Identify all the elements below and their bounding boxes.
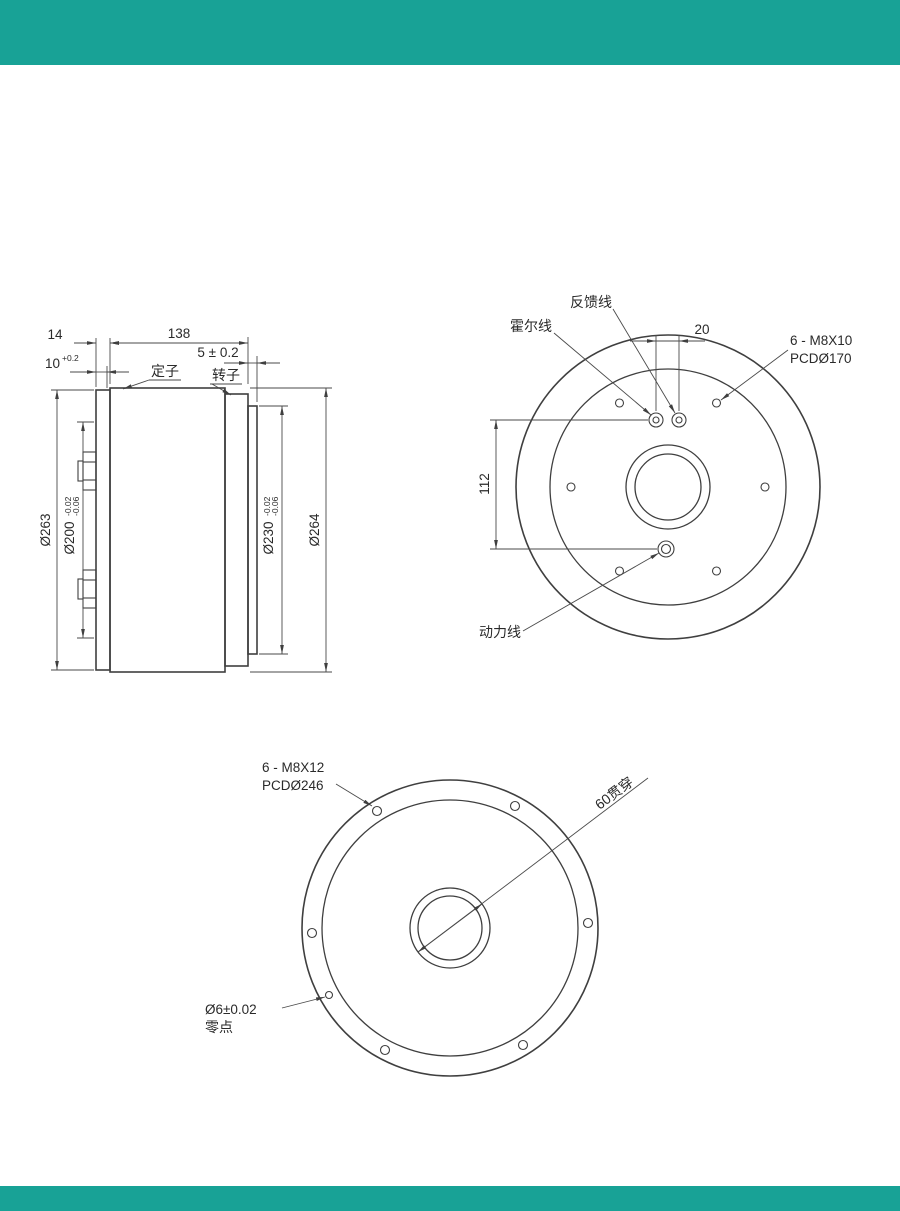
dim-d200-tol-hi: -0.02 (63, 496, 73, 516)
hall-label-text: 霍尔线 (510, 318, 552, 334)
bolt-hole (379, 1044, 391, 1056)
front-bolts-line2: PCDØ170 (790, 351, 852, 366)
stator-body-rect (109, 387, 226, 673)
bolt-hole (711, 566, 722, 576)
dim-d200: Ø200 -0.02 -0.06 (62, 421, 94, 639)
dim-138: 138 (110, 326, 248, 345)
rotor-label-text: 转子 (212, 367, 240, 383)
dim-d264-text: Ø264 (307, 513, 322, 547)
bottom-outer-circle (301, 779, 599, 1077)
front-flange-lip-rect (95, 389, 111, 671)
front-bolts-line1: 6 - M8X10 (790, 333, 852, 348)
footer-bar (0, 1186, 900, 1211)
feedback-label-text: 反馈线 (570, 294, 612, 310)
bottom-bolts-line2: PCDØ246 (262, 778, 324, 793)
bottom-center-hole-circle (417, 895, 483, 961)
dim-10-text: 10 (45, 356, 60, 371)
dim-d264: Ø264 (250, 387, 332, 673)
rotor-rect (224, 393, 249, 667)
header-bar (0, 0, 900, 65)
bolt-hole (306, 927, 318, 939)
front-bolt-holes (566, 398, 770, 576)
dim-112-text: 112 (477, 473, 492, 495)
bottom-bolts-line1: 6 - M8X12 (262, 760, 324, 775)
bolt-hole (566, 482, 576, 492)
dim-d230-tol-lo: -0.06 (270, 496, 280, 516)
dim-d200-tol-lo: -0.06 (71, 496, 81, 516)
terminal-block-lower (77, 569, 97, 609)
dim-d230: Ø230 -0.02 -0.06 (259, 405, 288, 655)
front-flange-circle (549, 368, 787, 606)
front-center-bore-circle (625, 444, 711, 530)
label-front-bolts: 6 - M8X10 PCDØ170 (720, 333, 852, 401)
bolt-hole (711, 398, 722, 408)
power-connector (657, 540, 675, 558)
bottom-flange-circle (321, 799, 579, 1057)
dim-d263: Ø263 (38, 389, 94, 671)
bolt-hole (517, 1039, 529, 1051)
label-hall: 霍尔线 (510, 318, 652, 416)
dim-20-text: 20 (694, 322, 709, 337)
rotor-step-rect (247, 405, 258, 655)
dim-14-text: 14 (47, 327, 63, 342)
dim-d230-tol-hi: -0.02 (262, 496, 272, 516)
bolt-hole (509, 800, 521, 812)
zero-label-line2: 零点 (205, 1019, 233, 1035)
dim-14: 14 (47, 327, 132, 345)
bolt-hole (582, 917, 594, 929)
bottom-bolt-holes (306, 800, 594, 1056)
hall-connector (648, 412, 664, 428)
bolt-hole (371, 805, 383, 817)
bolt-hole (614, 566, 625, 576)
dim-d230-text: Ø230 (261, 521, 276, 554)
label-rotor: 转子 (210, 367, 242, 396)
power-label-text: 动力线 (479, 624, 521, 640)
side-view-outline (77, 387, 258, 673)
terminal-block-upper (77, 451, 97, 491)
zero-point-hole (324, 990, 334, 1000)
stator-label-text: 定子 (151, 363, 179, 379)
feedback-connector (671, 412, 687, 428)
zero-label-line1: Ø6±0.02 (205, 1002, 257, 1017)
through-label-text: 60贯穿 (592, 774, 636, 813)
dim-d263-text: Ø263 (38, 513, 53, 546)
dim-112: 112 (477, 419, 657, 550)
dim-5-text: 5 ± 0.2 (197, 345, 238, 360)
label-bottom-bolts: 6 - M8X12 PCDØ246 (262, 760, 373, 807)
label-feedback: 反馈线 (570, 294, 676, 414)
bottom-view: 6 - M8X12 PCDØ246 60贯穿 Ø6±0.02 零点 (205, 760, 649, 1077)
side-view: 14 138 5 ± 0.2 10 +0.2 定子 转 (38, 326, 332, 673)
bolt-hole (614, 398, 625, 408)
label-power: 动力线 (479, 552, 660, 640)
bolt-hole (760, 482, 770, 492)
dim-d200-text: Ø200 (62, 521, 77, 554)
label-stator: 定子 (122, 363, 181, 390)
label-zero: Ø6±0.02 零点 (205, 996, 326, 1035)
front-center-hole-circle (634, 453, 702, 521)
dim-138-text: 138 (168, 326, 191, 341)
dim-20: 20 (630, 322, 710, 411)
front-view: 20 霍尔线 反馈线 6 - M8X10 PCDØ170 动力线 (477, 294, 852, 640)
dim-10-sup-text: +0.2 (62, 353, 79, 363)
dim-5: 5 ± 0.2 (197, 345, 280, 365)
dim-10: 10 +0.2 (45, 353, 129, 374)
bottom-center-bore-circle (409, 887, 491, 969)
front-outer-circle (515, 334, 821, 640)
